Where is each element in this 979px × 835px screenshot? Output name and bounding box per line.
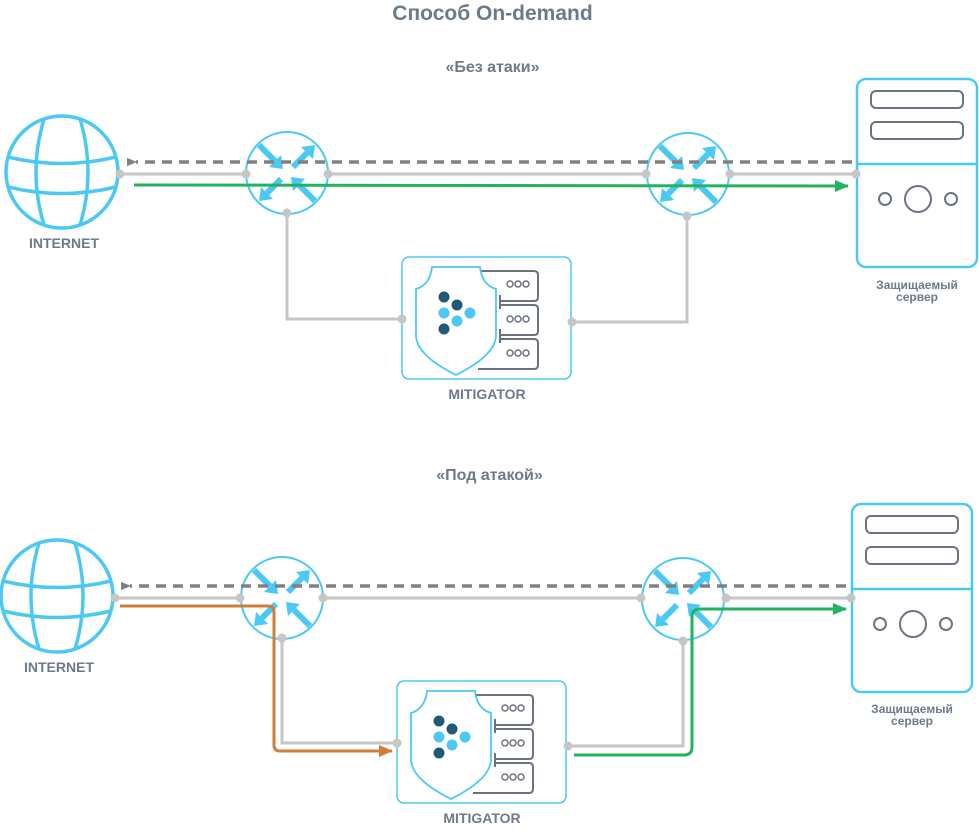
page-title: Способ On-demand: [392, 2, 593, 25]
scenario-no-attack: [4, 77, 979, 380]
connection-points: [115, 169, 861, 327]
router-icon: [647, 133, 729, 215]
globe-icon: [0, 538, 115, 654]
server-icon: [855, 77, 979, 269]
scenario-under-attack: [0, 502, 974, 804]
mitigator-label: MITIGATOR: [448, 386, 526, 402]
server-label-line2: сервер: [891, 714, 933, 728]
link-router1-mitigator: [285, 213, 402, 321]
network-links: [115, 596, 851, 748]
globe-icon: [4, 114, 120, 230]
router-icon: [241, 557, 323, 639]
router-icon: [246, 132, 328, 214]
router-icon: [642, 558, 724, 640]
server-label-line1: Защищаемый: [876, 278, 958, 292]
server-label-line1: Защищаемый: [871, 702, 953, 716]
mitigator-label: MITIGATOR: [443, 810, 521, 826]
link-mitigator-router2: [572, 216, 689, 324]
server-label-line2: сервер: [896, 290, 938, 304]
mitigator-icon: [396, 680, 567, 804]
link-router1-mitigator: [280, 638, 397, 745]
clean-flow-arrow: [574, 603, 847, 757]
connection-points: [110, 593, 856, 751]
server-icon: [850, 502, 974, 694]
network-links: [120, 172, 856, 324]
attack-flow-arrow: [120, 604, 393, 757]
scenario-heading-no-attack: «Без атаки»: [445, 59, 540, 76]
server-label: Защищаемый сервер: [852, 703, 972, 727]
server-label: Защищаемый сервер: [857, 279, 977, 303]
mitigator-icon: [401, 256, 572, 380]
link-mitigator-router2: [568, 641, 685, 748]
internet-label: INTERNET: [24, 659, 94, 675]
scenario-heading-under-attack: «Под атакой»: [436, 467, 543, 484]
clean-flow-arrow: [133, 179, 849, 192]
internet-label: INTERNET: [29, 235, 99, 251]
